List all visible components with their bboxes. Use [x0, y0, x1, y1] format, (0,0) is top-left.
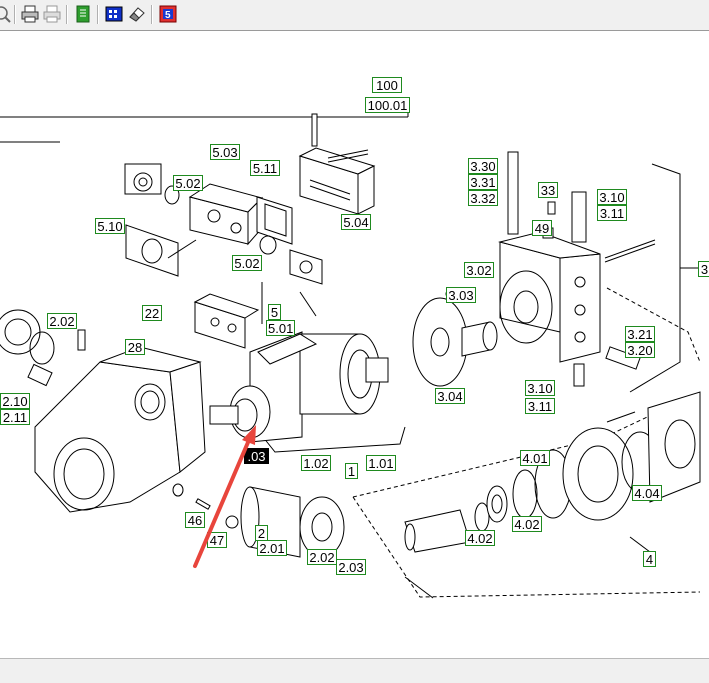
callout-4-02-b[interactable]: 4.02 — [465, 530, 495, 546]
callout-3-04[interactable]: 3.04 — [435, 388, 465, 404]
print-preview-icon[interactable] — [42, 4, 62, 24]
callout-3-21[interactable]: 3.21 — [625, 326, 655, 342]
callout-5-10[interactable]: 5.10 — [95, 218, 125, 234]
callout-5[interactable]: 5 — [268, 304, 281, 320]
callout-2-02[interactable]: 2.02 — [47, 313, 77, 329]
callout-47[interactable]: 47 — [207, 532, 227, 548]
callout-4[interactable]: 4 — [643, 551, 656, 567]
toolbar-separator — [97, 5, 99, 24]
app-logo-icon[interactable]: 5 — [158, 4, 178, 24]
callout-3[interactable]: 3 — [698, 261, 709, 277]
callout-3-10-b[interactable]: 3.10 — [525, 380, 555, 396]
callout-3-10[interactable]: 3.10 — [597, 189, 627, 205]
callout-3-11[interactable]: 3.11 — [597, 205, 627, 221]
callout-5-11[interactable]: 5.11 — [250, 160, 280, 176]
callout-2-03-selected[interactable]: .03 — [244, 448, 269, 464]
callout-2-03[interactable]: 2.03 — [336, 559, 366, 575]
callout-3-32[interactable]: 3.32 — [468, 190, 498, 206]
callout-33[interactable]: 33 — [538, 182, 558, 198]
export-icon[interactable] — [73, 4, 93, 24]
svg-text:5: 5 — [165, 10, 171, 21]
callout-4-01[interactable]: 4.01 — [520, 450, 550, 466]
callout-4-02[interactable]: 4.02 — [512, 516, 542, 532]
callout-3-30[interactable]: 3.30 — [468, 158, 498, 174]
callout-22[interactable]: 22 — [142, 305, 162, 321]
callout-4-04[interactable]: 4.04 — [632, 485, 662, 501]
toolbar-separator — [151, 5, 153, 24]
callout-3-20[interactable]: 3.20 — [625, 342, 655, 358]
callout-3-11-b[interactable]: 3.11 — [525, 398, 555, 414]
callout-1-01[interactable]: 1.01 — [366, 455, 396, 471]
callout-3-02[interactable]: 3.02 — [464, 262, 494, 278]
callout-100-01[interactable]: 100.01 — [365, 97, 410, 113]
callout-2-02-b[interactable]: 2.02 — [307, 549, 337, 565]
callout-5-03[interactable]: 5.03 — [210, 144, 240, 160]
status-bar — [0, 658, 709, 683]
toolbar-separator — [14, 5, 16, 24]
callout-5-02[interactable]: 5.02 — [173, 175, 203, 191]
callout-3-31[interactable]: 3.31 — [468, 174, 498, 190]
eraser-icon[interactable] — [127, 4, 147, 24]
exploded-view-drawing — [0, 107, 701, 599]
callout-3-03[interactable]: 3.03 — [446, 287, 476, 303]
select-all-icon[interactable] — [104, 4, 124, 24]
callout-2-10[interactable]: 2.10 — [0, 393, 30, 409]
callout-5-01[interactable]: 5.01 — [266, 320, 295, 336]
toolbar: 5 — [0, 0, 709, 31]
zoom-icon[interactable] — [0, 4, 12, 24]
callout-46[interactable]: 46 — [185, 512, 205, 528]
print-icon[interactable] — [20, 4, 40, 24]
toolbar-separator — [66, 5, 68, 24]
callout-1-02[interactable]: 1.02 — [301, 455, 331, 471]
callout-100[interactable]: 100 — [372, 77, 402, 93]
callout-49[interactable]: 49 — [532, 220, 552, 236]
callout-1[interactable]: 1 — [345, 463, 358, 479]
parts-diagram-canvas: 100 100.01 5.03 5.11 5.02 5.10 5.04 5.02… — [0, 32, 709, 658]
callout-5-04[interactable]: 5.04 — [341, 214, 371, 230]
callout-2-11[interactable]: 2.11 — [0, 409, 30, 425]
callout-28[interactable]: 28 — [125, 339, 145, 355]
callout-2-01[interactable]: 2.01 — [257, 540, 287, 556]
callout-5-02-b[interactable]: 5.02 — [232, 255, 262, 271]
callout-2[interactable]: 2 — [255, 525, 268, 541]
